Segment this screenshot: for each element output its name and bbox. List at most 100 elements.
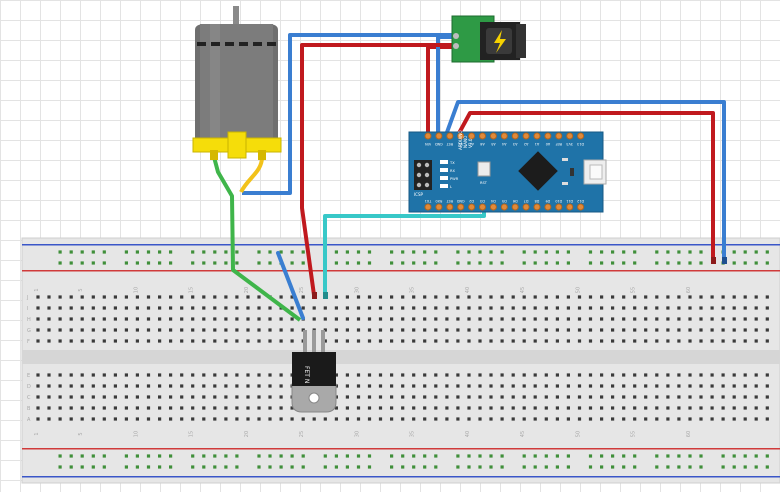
breadboard-hole	[58, 395, 62, 399]
mosfet-leg-drain	[312, 330, 316, 354]
mosfet-leg-source	[321, 330, 325, 354]
breadboard-hole	[588, 317, 593, 321]
breadboard-hole	[699, 339, 703, 343]
breadboard-hole	[478, 261, 482, 265]
breadboard-hole	[456, 417, 460, 421]
breadboard-hole	[367, 406, 372, 410]
breadboard-hole	[511, 406, 515, 410]
wire-blue-jack-to-motor	[242, 33, 455, 195]
breadboard-hole	[279, 250, 283, 254]
breadboard-hole	[113, 328, 117, 332]
breadboard-hole	[588, 465, 593, 469]
breadboard-hole	[765, 295, 769, 299]
breadboard-hole	[69, 454, 73, 458]
nano-bottom-pin-label: D2	[469, 199, 474, 203]
breadboard-hole	[246, 417, 250, 421]
breadboard-hole	[677, 317, 681, 321]
breadboard-hole	[710, 317, 714, 321]
jack-pin-vin	[453, 43, 459, 49]
breadboard-hole	[588, 328, 593, 332]
breadboard-hole	[533, 250, 537, 254]
nano-bottom-pin	[533, 203, 541, 211]
breadboard-hole	[279, 465, 283, 469]
breadboard-hole	[765, 395, 769, 399]
breadboard-hole	[544, 317, 548, 321]
breadboard-hole	[323, 306, 327, 310]
breadboard-hole	[666, 261, 670, 265]
rail-line-top-blue	[22, 244, 780, 246]
breadboard-hole	[169, 250, 173, 254]
breadboard-hole	[721, 328, 725, 332]
breadboard-hole	[533, 454, 537, 458]
l-label: L	[450, 185, 452, 189]
nano-top-pin-label: A1	[535, 142, 539, 146]
nano-bottom-pin	[435, 203, 443, 211]
breadboard-hole	[158, 417, 162, 421]
column-number: 25	[299, 431, 305, 437]
nano-bottom-pin	[544, 203, 552, 211]
breadboard-hole	[180, 306, 184, 310]
breadboard-hole	[478, 395, 482, 399]
breadboard-hole	[467, 339, 471, 343]
nano-top-pin	[511, 132, 519, 140]
breadboard-hole	[158, 395, 162, 399]
breadboard-hole	[500, 250, 504, 254]
breadboard-hole	[312, 317, 316, 321]
breadboard-hole	[533, 406, 537, 410]
breadboard-hole	[600, 454, 604, 458]
breadboard-hole	[345, 395, 349, 399]
breadboard-hole	[356, 384, 361, 388]
breadboard-hole	[566, 317, 570, 321]
breadboard-hole	[213, 373, 217, 377]
breadboard-hole	[268, 339, 272, 343]
breadboard-hole	[732, 317, 736, 321]
icsp-label: ICSP	[414, 192, 424, 197]
reset-button	[477, 161, 491, 177]
breadboard-hole	[334, 261, 338, 265]
breadboard-hole	[633, 454, 637, 458]
column-number: 45	[520, 431, 526, 437]
breadboard-hole	[611, 250, 615, 254]
breadboard-hole	[412, 250, 416, 254]
led-rx	[440, 168, 448, 172]
breadboard-hole	[699, 417, 703, 421]
breadboard-hole	[47, 295, 51, 299]
breadboard-hole	[765, 328, 769, 332]
breadboard-hole	[754, 465, 758, 469]
breadboard-hole	[600, 295, 604, 299]
breadboard-hole	[467, 261, 471, 265]
nano-top-pin	[435, 132, 443, 140]
breadboard-hole	[622, 250, 626, 254]
breadboard-hole	[699, 328, 703, 332]
breadboard-hole	[655, 395, 659, 399]
breadboard-hole	[412, 306, 416, 310]
column-number: 35	[410, 431, 416, 437]
breadboard-hole	[588, 395, 593, 399]
breadboard-hole	[202, 250, 206, 254]
breadboard-hole	[633, 417, 637, 421]
breadboard-hole	[268, 328, 272, 332]
breadboard-hole	[180, 406, 184, 410]
breadboard-hole	[666, 406, 670, 410]
breadboard-hole	[677, 406, 681, 410]
nano-bottom-pin-label: RST	[446, 199, 454, 203]
breadboard-hole	[500, 306, 504, 310]
breadboard-hole	[710, 295, 714, 299]
breadboard-hole	[500, 373, 504, 377]
breadboard-hole	[323, 317, 327, 321]
breadboard-hole	[412, 384, 416, 388]
breadboard-hole	[390, 406, 394, 410]
breadboard-hole	[102, 261, 106, 265]
column-number: 10	[133, 287, 139, 293]
breadboard-hole	[566, 373, 570, 377]
breadboard-hole	[213, 317, 217, 321]
breadboard-hole	[489, 295, 493, 299]
breadboard-hole	[80, 339, 84, 343]
board-name: ARDUINO NANO V3.0	[458, 130, 473, 150]
breadboard-hole	[224, 417, 228, 421]
breadboard-hole	[743, 317, 747, 321]
breadboard-hole	[456, 250, 460, 254]
nano-bottom-pin-label: TX1	[425, 199, 433, 203]
breadboard-hole	[58, 306, 62, 310]
